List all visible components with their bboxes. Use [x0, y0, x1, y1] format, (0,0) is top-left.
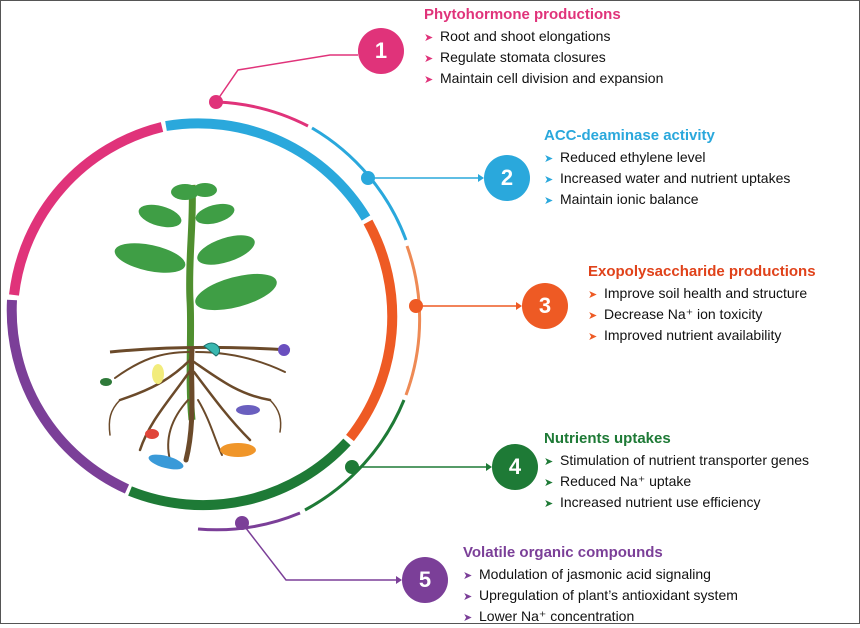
connector-line-1	[215, 54, 358, 103]
arrow-bullet-icon: ➤	[544, 195, 554, 207]
outer-arc-green	[304, 399, 406, 512]
arrow-bullet-icon: ➤	[588, 331, 598, 343]
panel-phytohormone: Phytohormone productions ➤Root and shoot…	[424, 6, 663, 90]
panel-list: ➤Modulation of jasmonic acid signaling ➤…	[463, 565, 738, 628]
microbe	[220, 443, 256, 457]
badge-2: 2	[484, 155, 530, 201]
ring-segment-pink	[9, 122, 164, 296]
connector-arrow-3	[516, 302, 522, 310]
leaf	[138, 204, 182, 228]
panel-list: ➤Stimulation of nutrient transporter gen…	[544, 451, 809, 514]
list-item: ➤Maintain cell division and expansion	[424, 69, 663, 90]
connector-line-5	[241, 522, 398, 581]
outer-arc-blue	[311, 126, 408, 241]
arrow-bullet-icon: ➤	[424, 53, 434, 65]
list-item: ➤Increased nutrient use efficiency	[544, 493, 809, 514]
arrow-bullet-icon: ➤	[463, 612, 473, 624]
panel-title: Phytohormone productions	[424, 6, 621, 23]
panel-title: ACC-deaminase activity	[544, 127, 715, 144]
connector-arrow-2	[478, 174, 484, 182]
microbe	[278, 344, 290, 356]
microbe	[203, 342, 221, 357]
arrow-bullet-icon: ➤	[544, 477, 554, 489]
leaf	[195, 273, 277, 311]
list-item: ➤Increased water and nutrient uptakes	[544, 169, 790, 190]
microbe	[148, 454, 184, 470]
list-item: ➤Maintain ionic balance	[544, 190, 790, 211]
outer-arc-pink	[217, 100, 309, 128]
panel-exopolysaccharide: Exopolysaccharide productions ➤Improve s…	[588, 263, 816, 347]
arrow-bullet-icon: ➤	[463, 591, 473, 603]
arrow-bullet-icon: ➤	[544, 153, 554, 165]
arrow-bullet-icon: ➤	[463, 570, 473, 582]
panel-volatile-organic: Volatile organic compounds ➤Modulation o…	[463, 544, 738, 628]
list-item: ➤Upregulation of plant’s antioxidant sys…	[463, 586, 738, 607]
ring-segment-purple	[6, 299, 130, 494]
badge-3: 3	[522, 283, 568, 329]
arrow-bullet-icon: ➤	[588, 310, 598, 322]
arrow-bullet-icon: ➤	[424, 74, 434, 86]
list-item: ➤Lower Na⁺ concentration	[463, 607, 738, 628]
microbe	[152, 364, 164, 384]
soil-line	[109, 345, 291, 354]
panel-nutrients-uptakes: Nutrients uptakes ➤Stimulation of nutrie…	[544, 430, 809, 514]
leaf	[195, 203, 235, 225]
list-item: ➤Stimulation of nutrient transporter gen…	[544, 451, 809, 472]
arrow-bullet-icon: ➤	[544, 456, 554, 468]
leaf	[114, 243, 186, 273]
list-item: ➤Reduced ethylene level	[544, 148, 790, 169]
microbe	[145, 429, 159, 439]
panel-title: Nutrients uptakes	[544, 430, 671, 447]
microbe	[100, 378, 112, 386]
arrow-bullet-icon: ➤	[424, 32, 434, 44]
panel-title: Exopolysaccharide productions	[588, 263, 816, 280]
list-item: ➤Root and shoot elongations	[424, 27, 663, 48]
connector-arrow-4	[486, 463, 492, 471]
list-item: ➤Reduced Na⁺ uptake	[544, 472, 809, 493]
badge-5: 5	[402, 557, 448, 603]
leaf	[193, 183, 217, 197]
microbe	[236, 405, 260, 415]
panel-list: ➤Reduced ethylene level ➤Increased water…	[544, 148, 790, 211]
list-item: ➤Regulate stomata closures	[424, 48, 663, 69]
list-item: ➤Improve soil health and structure	[588, 284, 816, 305]
leaf	[171, 184, 199, 200]
connector-arrow-5	[396, 576, 402, 584]
panel-list: ➤Improve soil health and structure ➤Decr…	[588, 284, 816, 347]
ring-segment-blue	[165, 118, 371, 221]
outer-arc-purple	[197, 511, 301, 532]
badge-1: 1	[358, 28, 404, 74]
arrow-bullet-icon: ➤	[588, 289, 598, 301]
list-item: ➤Decrease Na⁺ ion toxicity	[588, 305, 816, 326]
panel-acc-deaminase: ACC-deaminase activity ➤Reduced ethylene…	[544, 127, 790, 211]
panel-title: Volatile organic compounds	[463, 544, 663, 561]
leaf	[197, 235, 255, 265]
ring-segment-orange	[346, 219, 398, 442]
ring-segment-green	[128, 438, 351, 511]
arrow-bullet-icon: ➤	[544, 174, 554, 186]
badge-4: 4	[492, 444, 538, 490]
plant-illustration	[100, 183, 291, 470]
outer-arc-orange	[404, 245, 422, 396]
list-item: ➤Modulation of jasmonic acid signaling	[463, 565, 738, 586]
list-item: ➤Improved nutrient availability	[588, 326, 816, 347]
arrow-bullet-icon: ➤	[544, 498, 554, 510]
roots	[108, 347, 286, 463]
panel-list: ➤Root and shoot elongations ➤Regulate st…	[424, 27, 663, 90]
